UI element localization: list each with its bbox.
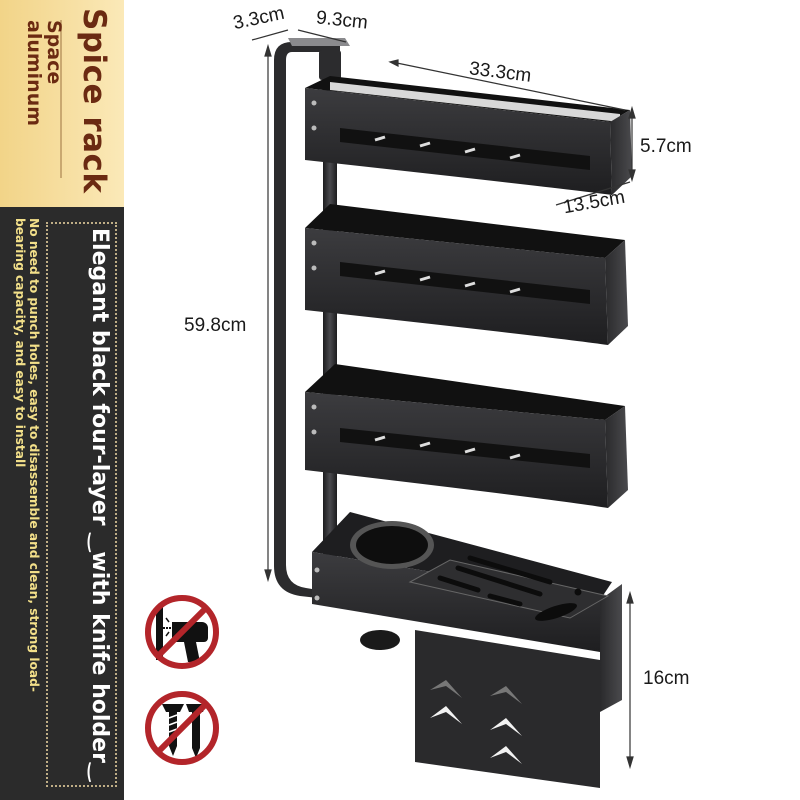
banner-info-panel <box>0 207 124 800</box>
banner-title-panel <box>0 0 124 207</box>
dim-shelf-depth: 13.5cm <box>561 186 627 219</box>
dim-shelf-height: 5.7cm <box>640 136 692 157</box>
banner-headline: Elegant black four-layer ‿with knife hol… <box>87 228 112 782</box>
banner-title: Spice rack <box>76 8 112 194</box>
side-banner: Spice rack Space aluminum Elegant black … <box>0 0 124 800</box>
banner-subtitle: Space aluminum <box>23 20 65 127</box>
dim-shelf-length: 33.3cm <box>468 58 533 87</box>
dimension-lines <box>251 29 636 770</box>
shelf-1 <box>305 76 632 195</box>
dim-bracket-width: 9.3cm <box>315 7 369 34</box>
dim-bracket-depth: 3.3cm <box>231 2 287 35</box>
hanger-bar <box>274 38 350 598</box>
shelf-2 <box>305 204 628 345</box>
center-pole <box>323 50 337 590</box>
dim-total-height: 59.8cm <box>184 315 247 336</box>
no-drill-icon <box>142 592 222 672</box>
shelf-3 <box>305 364 628 508</box>
banner-description: No need to punch holes, easy to disassem… <box>13 218 42 692</box>
headline-frame <box>46 222 117 787</box>
title-divider <box>60 20 62 178</box>
dim-knife-holder-height: 16cm <box>643 668 690 689</box>
knife-holder <box>312 512 622 788</box>
no-screw-icon <box>142 688 222 768</box>
